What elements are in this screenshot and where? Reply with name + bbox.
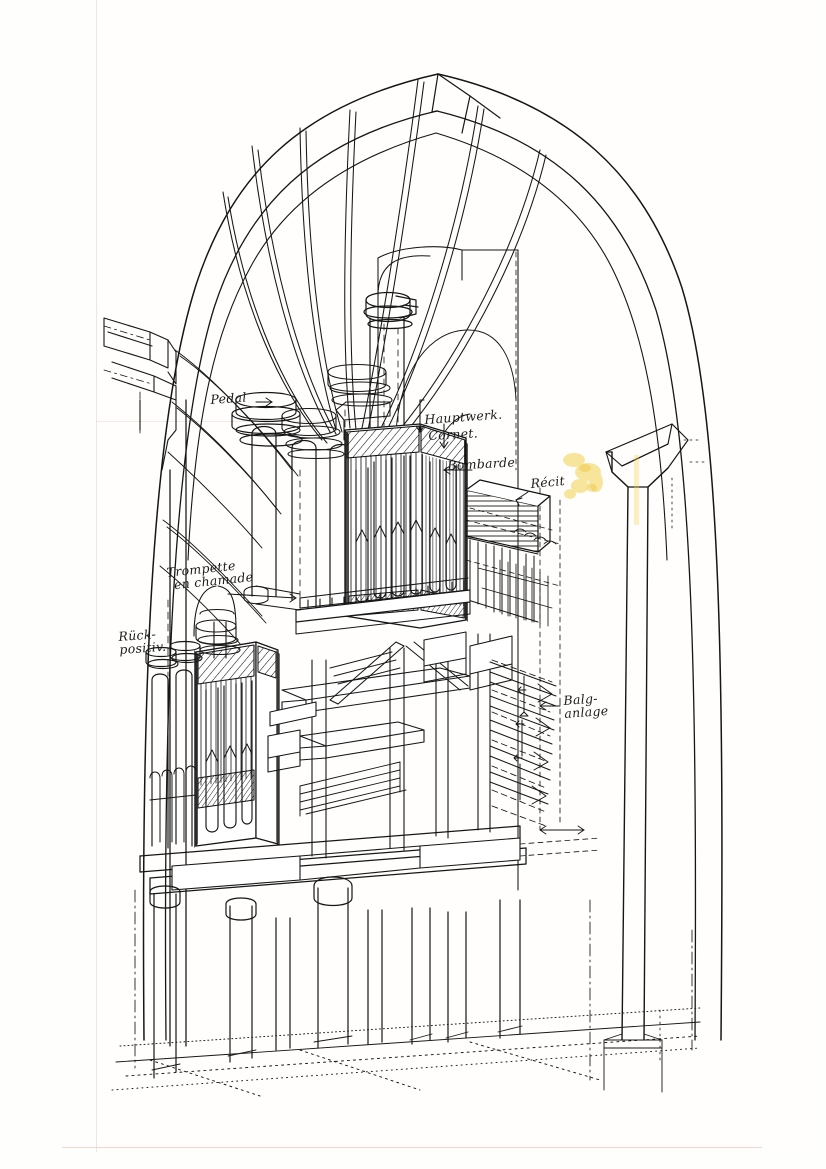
chamade-bells <box>243 585 301 611</box>
left-wall-corbel <box>103 317 177 471</box>
ruckpositiv-feet <box>149 765 197 843</box>
label-ruckpositiv: Rück- positiv. <box>118 626 167 658</box>
pedal-tall-pipe <box>363 291 419 431</box>
ruckpositiv-case <box>194 641 280 848</box>
right-pier <box>611 451 669 1041</box>
label-ruck-line2: positiv. <box>118 638 167 658</box>
right-pier-capital <box>605 423 689 488</box>
left-corbel-dashes <box>103 325 153 437</box>
right-dashed-guides <box>519 699 601 857</box>
column-bases <box>151 1025 523 1071</box>
console-shelf <box>267 701 317 773</box>
right-pier-base <box>603 1033 663 1093</box>
pedal-tower <box>231 255 431 617</box>
slatted-ramps <box>299 761 407 817</box>
label-leaders <box>227 397 561 711</box>
internal-framework <box>281 633 491 859</box>
label-balganlage: Balg- anlage <box>563 691 609 722</box>
centre-lines <box>134 889 693 1081</box>
ruckpositiv-left-shafts <box>145 640 203 849</box>
label-recit: Récit <box>529 473 566 491</box>
label-pedal: Pedal <box>209 389 248 407</box>
wind-trunks <box>423 631 513 691</box>
upper-left-tower <box>193 585 237 637</box>
recit-rear-ranks <box>477 559 553 627</box>
support-columns <box>149 876 521 1079</box>
recit-box <box>465 479 551 623</box>
left-pier <box>169 399 187 1047</box>
gothic-arch-soffit <box>187 132 668 561</box>
right-pier-dashes <box>659 439 707 1061</box>
label-balg-line2: anlage <box>563 703 609 722</box>
recit-dashed-perspective <box>465 499 561 701</box>
pedal-pipe-caps <box>231 392 303 447</box>
faint-pink-rule-bottom <box>62 1147 762 1148</box>
chamade-tower-pipe <box>213 621 227 659</box>
vault-ribs <box>222 79 547 444</box>
trompette-en-chamade <box>295 577 471 635</box>
gothic-arch-outer <box>142 73 723 1041</box>
balganlage <box>489 659 557 827</box>
gallery-beams <box>171 837 521 891</box>
dimension-arrows <box>539 825 585 835</box>
floor-lines <box>111 1007 701 1097</box>
faint-pink-rule-middle <box>96 421 396 422</box>
arch-crown-facets <box>431 73 501 134</box>
stair-risers <box>329 651 401 685</box>
label-cornet: Cornet. <box>427 425 479 443</box>
vault-ribs-left <box>167 349 299 549</box>
swell-front-curves <box>513 528 557 545</box>
gothic-arch-inner <box>164 110 697 1041</box>
